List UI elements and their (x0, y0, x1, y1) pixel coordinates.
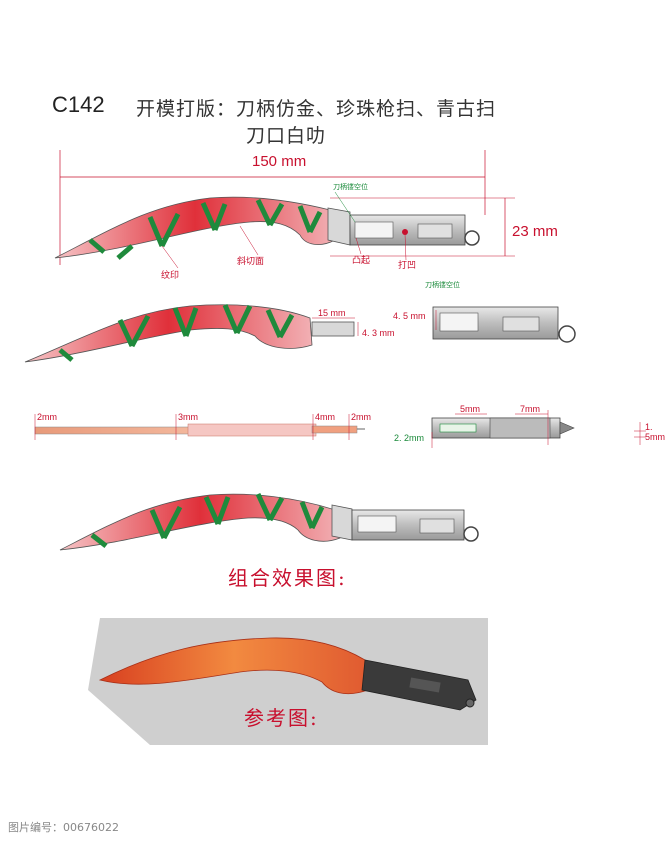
knife-combined (59, 492, 479, 551)
reference-caption: 参考图: (244, 706, 319, 730)
annotation-handle-hollow-2: 刀柄镂空位 (425, 281, 460, 289)
dim-tab-height: 4. 3 mm (362, 328, 395, 338)
dim-thickness-3mm: 3mm (178, 412, 198, 422)
annotation-raised: 凸起 (352, 256, 371, 266)
dim-thickness-2mm-a: 2mm (37, 412, 57, 422)
knife-blade-part (24, 304, 359, 363)
annotation-pattern: 纹印 (161, 271, 180, 281)
dim-thickness-4mm: 4mm (315, 412, 335, 422)
knife-main (54, 150, 515, 269)
combo-caption: 组合效果图: (228, 566, 347, 590)
dim-slot-width: 4. 5 mm (393, 311, 426, 321)
dim-handle-1-5mm: 1. 5mm (645, 422, 665, 442)
dim-handle-7mm: 7mm (520, 404, 540, 414)
dim-height: 23 mm (512, 223, 558, 240)
dim-tab-length: 15 mm (318, 308, 346, 318)
title-line-1: 开模打版：刀柄仿金、珍珠枪扫、青古扫 (136, 98, 497, 120)
dim-handle-5mm: 5mm (460, 404, 480, 414)
dim-handle-2-2mm: 2. 2mm (394, 433, 425, 443)
title-line-2: 刀口白叻 (246, 125, 327, 147)
dim-thickness-2mm-b: 2mm (351, 412, 371, 422)
reference-photo (88, 618, 488, 745)
handle-part (432, 306, 576, 343)
side-profile (34, 410, 646, 448)
product-code: C142 (52, 92, 105, 117)
watermark-text: 图片编号：00676022 (8, 821, 119, 834)
annotation-handle-hollow: 刀柄镂空位 (333, 183, 368, 191)
dim-length: 150 mm (252, 153, 307, 170)
annotation-dent: 打凹 (398, 261, 417, 271)
annotation-bevel: 斜切面 (237, 257, 265, 267)
